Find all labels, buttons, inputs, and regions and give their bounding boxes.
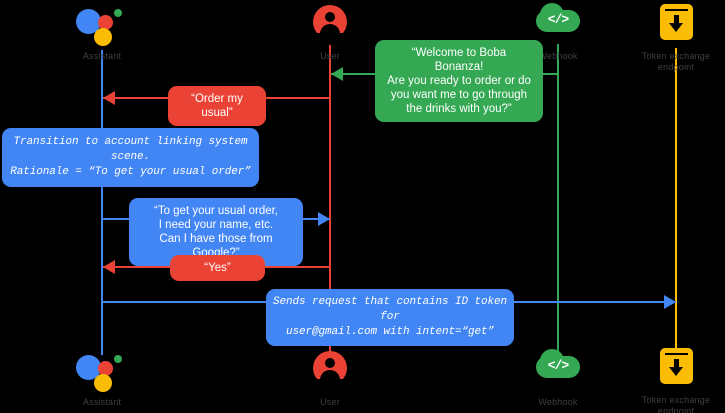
cloud-code-glyph: </> bbox=[547, 358, 569, 373]
assistant-dot-yellow bbox=[94, 28, 112, 46]
actor-token-bottom[interactable]: Token exchange endpoint bbox=[616, 346, 725, 413]
token-arrow-head bbox=[669, 367, 683, 376]
cloud-bump2 bbox=[558, 357, 576, 375]
actor-label-webhook-bottom: Webhook bbox=[538, 397, 578, 407]
lifeline-token bbox=[675, 48, 677, 348]
note-transition-to-account-linking: Transition to account linking system sce… bbox=[2, 128, 259, 187]
arrow-head-sends-request bbox=[664, 295, 676, 309]
actor-label-assistant: Assistant bbox=[82, 51, 122, 61]
lifeline-assistant bbox=[101, 50, 103, 355]
token-lid bbox=[665, 353, 688, 355]
actor-webhook-bottom[interactable]: </> Webhook bbox=[498, 348, 618, 408]
assistant-dot-green bbox=[114, 355, 122, 363]
arrow-head-welcome bbox=[331, 67, 343, 81]
arrow-head-need-your-name bbox=[318, 212, 330, 226]
actor-assistant-top[interactable]: Assistant bbox=[42, 2, 162, 62]
actor-user-bottom[interactable]: User bbox=[270, 348, 390, 408]
note-sends-request: Sends request that contains ID token for… bbox=[266, 289, 514, 346]
user-avatar-icon bbox=[300, 2, 360, 48]
google-assistant-icon-bottom bbox=[72, 348, 132, 394]
user-mask bbox=[313, 33, 347, 45]
arrow-head-order-my-usual bbox=[103, 91, 115, 105]
actor-label-webhook: Webhook bbox=[538, 51, 578, 61]
user-head bbox=[325, 358, 335, 368]
token-arrow-stem bbox=[674, 15, 679, 25]
code-cloud-icon: </> bbox=[528, 2, 588, 48]
actor-token-top[interactable]: Token exchange endpoint bbox=[616, 2, 725, 73]
actor-label-user-bottom: User bbox=[320, 397, 340, 407]
actor-assistant-bottom[interactable]: Assistant bbox=[42, 348, 162, 408]
bubble-welcome-tail bbox=[534, 98, 543, 107]
actor-user-top[interactable]: User bbox=[270, 2, 390, 62]
token-arrow-head bbox=[669, 23, 683, 32]
actor-label-token-bottom: Token exchange endpoint bbox=[641, 395, 711, 413]
download-box-icon-bottom bbox=[646, 346, 706, 392]
actor-label-token: Token exchange endpoint bbox=[641, 51, 711, 72]
assistant-dot-yellow bbox=[94, 374, 112, 392]
user-head bbox=[325, 12, 335, 22]
user-avatar-icon-bottom bbox=[300, 348, 360, 394]
assistant-dot-red bbox=[98, 15, 113, 30]
assistant-dot-green bbox=[114, 9, 122, 17]
bubble-welcome: “Welcome to Boba Bonanza! Are you ready … bbox=[375, 40, 543, 122]
cloud-code-glyph: </> bbox=[547, 12, 569, 27]
bubble-need-your-name: “To get your usual order, I need your na… bbox=[129, 198, 303, 266]
code-cloud-icon-bottom: </> bbox=[528, 348, 588, 394]
cloud-bump2 bbox=[558, 11, 576, 29]
token-arrow-stem bbox=[674, 359, 679, 369]
google-assistant-icon bbox=[72, 2, 132, 48]
user-mask bbox=[313, 379, 347, 391]
assistant-dot-red bbox=[98, 361, 113, 376]
actor-label-assistant-bottom: Assistant bbox=[82, 397, 122, 407]
actor-webhook-top[interactable]: </> Webhook bbox=[498, 2, 618, 62]
lifeline-user bbox=[329, 42, 331, 355]
lifeline-webhook bbox=[557, 44, 559, 355]
bubble-order-my-usual: “Order my usual” bbox=[168, 86, 266, 126]
arrow-head-yes bbox=[103, 260, 115, 274]
download-box-icon bbox=[646, 2, 706, 48]
bubble-yes: “Yes” bbox=[170, 255, 265, 281]
token-lid bbox=[665, 9, 688, 11]
actor-label-user: User bbox=[320, 51, 340, 61]
